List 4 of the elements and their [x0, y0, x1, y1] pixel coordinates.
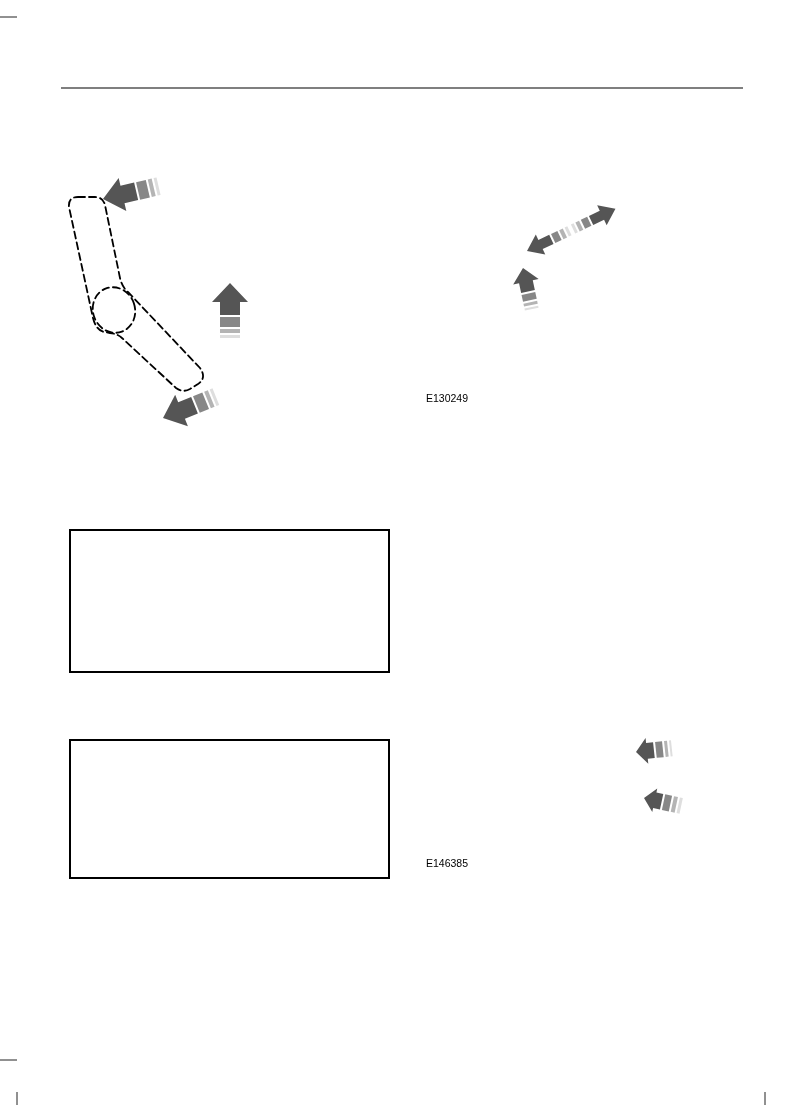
figure-number: E146385	[426, 857, 469, 869]
figure-number: E130249	[426, 392, 469, 404]
empty-frame	[69, 529, 390, 673]
empty-frame	[69, 739, 390, 879]
